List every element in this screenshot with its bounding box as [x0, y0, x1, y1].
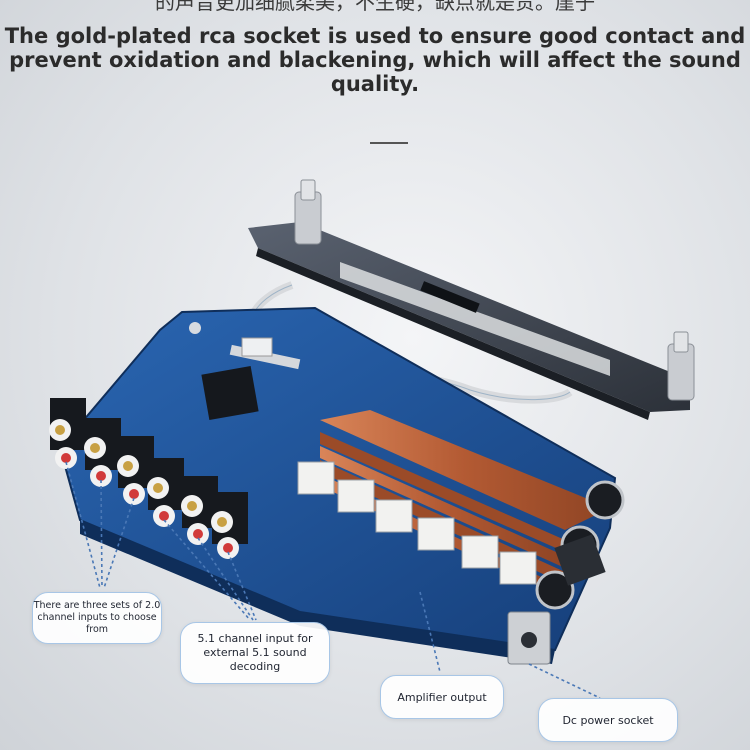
rca-jacks [49, 398, 248, 559]
callout-channel-input: 5.1 channel input for external 5.1 sound… [180, 622, 330, 684]
output-inductors [297, 461, 537, 585]
callout-amp-output: Amplifier output [380, 675, 504, 719]
callout-rca-inputs: There are three sets of 2.0 channel inpu… [32, 592, 162, 644]
dc-socket [507, 611, 551, 665]
potentiometer-left [294, 179, 322, 245]
callout-dc-socket: Dc power socket [538, 698, 678, 742]
header-text: 的声音更加细腻柔美，不生硬，缺点就是贵。崖子 The gold-plated r… [0, 0, 750, 110]
dash-mark [370, 142, 408, 144]
control-board [248, 222, 690, 420]
leader-lines [65, 461, 601, 699]
chinese-caption: 的声音更加细腻柔美，不生硬，缺点就是贵。崖子 [155, 0, 595, 12]
potentiometer-right [667, 331, 695, 401]
capacitors [535, 480, 625, 610]
english-caption: The gold-plated rca socket is used to en… [4, 24, 746, 96]
